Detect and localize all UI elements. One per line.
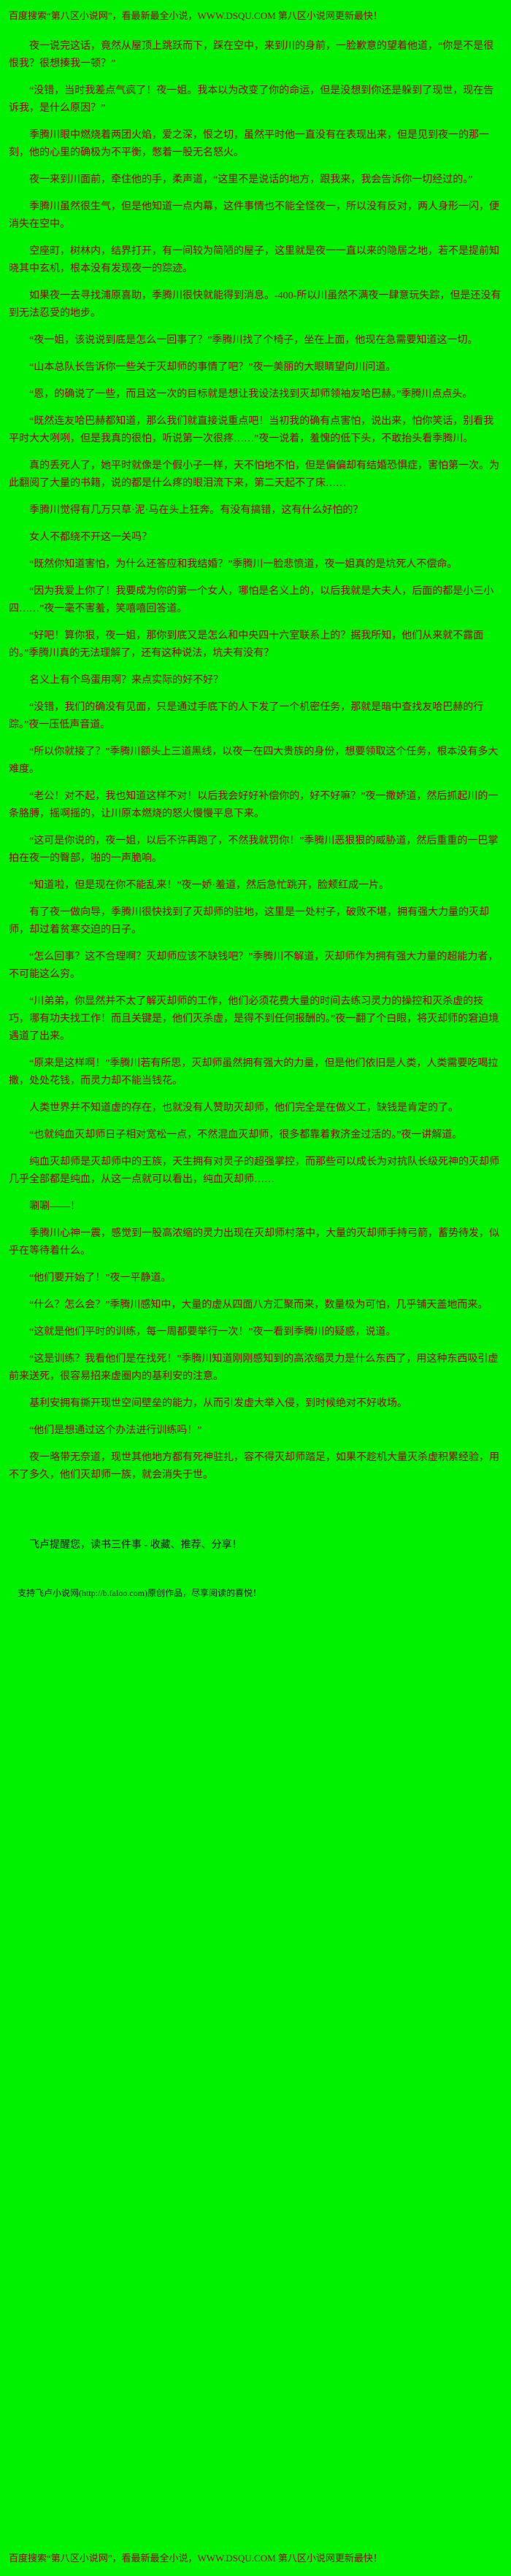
novel-paragraph: “什么？怎么会？”季腾川感知中，大量的虚从四面八方汇聚而来，数量极为可怕，几乎铺… xyxy=(29,1300,488,1311)
novel-paragraph: “所以你就接了？”季腾川额头上三道黑线，以夜一在四大贵族的身份，想要领取这个任务… xyxy=(9,747,499,775)
novel-paragraph: “没错，我们的确没有见面，只是通过手底下的人下发了一个机密任务，那就是暗中查找友… xyxy=(9,702,484,730)
novel-paragraph: 夜一略带无奈道，现世其他地方都有死神驻扎，容不得灭却师踏足，如果不趁机大量灭杀虚… xyxy=(9,1452,499,1481)
novel-paragraph: 季腾川虽然很生气，但是他知道一点内幕，这件事情也不能全怪夜一，所以没有反对，两人… xyxy=(9,201,499,230)
novel-paragraph: 基利安拥有撕开现世空间壁垒的能力，从而引发虚大举入侵，到时候绝对不好收场。 xyxy=(29,1398,407,1409)
novel-paragraph: 季腾川觉得有几万只草·泥·马在头上狂奔。有没有搞错，这有什么好怕的？ xyxy=(29,505,364,516)
novel-paragraph: “这是训练？我看他们是在找死！”季腾川知道刚刚感知到的高浓缩灵力是什么东西了，用… xyxy=(9,1354,499,1382)
novel-paragraph: “原来是这样啊！”季腾川若有所思，灭却师虽然拥有强大的力量，但是他们依旧是人类，… xyxy=(9,1058,499,1087)
faloo-support-line: 支持飞卢小说网(http://b.faloo.com)原创作品，尽享阅读的喜悦！ xyxy=(18,1588,261,1598)
novel-paragraph: 女人不都绕不开这一关吗？ xyxy=(29,532,152,543)
novel-paragraph: “川弟弟，你显然并不太了解灭却师的工作，他们必须花费大量的时间去练习灵力的操控和… xyxy=(9,996,499,1042)
novel-paragraph: “知道啦，但是现在你不能乱来！”夜一娇·羞道，然后急忙跳开，脸颊红成一片。 xyxy=(29,880,390,891)
novel-paragraph: “他们是想通过这个办法进行训练吗！” xyxy=(29,1425,202,1436)
novel-paragraph: “没错，当时我差点气疯了！夜一姐。我本以为改变了你的命运，但是没想到你还是躲到了… xyxy=(9,85,494,114)
novel-paragraph: “这可是你说的，夜一姐，以后不许再跑了，不然我就罚你！”季腾川恶狠狠的威胁道，然… xyxy=(9,836,499,864)
novel-paragraph: 真的丢死人了，她平时就像是个假小子一样，天不怕地不怕，但是偏偏却有结婚恐惧症，害… xyxy=(9,460,499,489)
novel-paragraph: 夜一说完这话，竟然从屋顶上跳跃而下，踩在空中，来到川的身前，一脸歉意的望着他道，… xyxy=(9,41,494,69)
novel-paragraph: 夜一来到川面前，牵住他的手，柔声道，“这里不是说话的地方，跟我来，我会告诉你一切… xyxy=(29,174,473,185)
novel-paragraph: “这就是他们平时的训练，每一周都要举行一次！”夜一看到季腾川的疑惑，说道。 xyxy=(29,1327,396,1338)
novel-paragraph: “怎么回事？这不合理啊？灭却师应该不缺钱吧？”季腾川不解道，灭却师作为拥有强大力… xyxy=(9,952,499,980)
faloo-reminder-line: 飞卢提醒您，读书三件事 - 收藏、推荐、分享！ xyxy=(29,1540,242,1551)
novel-paragraph: 唰唰——！ xyxy=(29,1201,80,1212)
novel-paragraph: 如果夜一去寻找浦原喜助，季腾川很快就能得到消息。-400-所以川虽然不满夜一肆意… xyxy=(9,290,502,319)
novel-paragraph: 人类世界并不知道虚的存在，也就没有人赞助灭却师，他们完全是在做义工，缺钱是肯定的… xyxy=(29,1103,458,1114)
novel-paragraph: “夜一姐，该说说到底是怎么一回事了？”季腾川找了个椅子，坐在上面，他现在急需要知… xyxy=(29,335,478,346)
novel-paragraph: “也就纯血灭却师日子相对宽松一点，不然混血灭却师，很多都靠着救济金过活的。”夜一… xyxy=(29,1130,463,1141)
bottom-site-banner: 百度搜索“第八区小说网”，看最新最全小说，WWW.DSQU.COM 第八区小说网… xyxy=(9,2553,383,2564)
novel-paragraph: “既然你知道害怕，为什么还答应和我结婚？”季腾川一脸悲愤道，夜一姐真的是坑死人不… xyxy=(29,559,458,570)
novel-paragraph: 名义上有个鸟蛋用啊？来点实际的好不好？ xyxy=(29,675,223,686)
novel-paragraph: 空座町，树林内，结界打开，有一间较为简陋的屋子，这里就是夜一一直以来的隐居之地，… xyxy=(9,246,499,274)
novel-paragraph: “他们要开始了！”夜一平静道。 xyxy=(29,1273,172,1284)
novel-paragraph: 季腾川心神一震，感觉到一股高浓缩的灵力出现在灭却师村落中，大量的灭却师手持弓箭，… xyxy=(9,1228,499,1257)
novel-paragraph: 有了夜一做向导，季腾川很快找到了灭却师的驻地，这里是一处村子，破败不堪，拥有强大… xyxy=(9,907,489,936)
novel-paragraph: “既然连友哈巴赫都知道，那么我们就直接说重点吧！当初我的确有点害怕，说出来，怕你… xyxy=(9,416,494,444)
novel-paragraph: 季腾川眼中燃烧着两团火焰，爱之深，恨之切，虽然平时他一直没有在表现出来，但是见到… xyxy=(9,130,489,158)
chapter-body: 夜一说完这话，竟然从屋顶上跳跃而下，踩在空中，来到川的身前，一脸歉意的望着他道，… xyxy=(9,38,502,1494)
top-site-banner: 百度搜索“第八区小说网”，看最新最全小说，WWW.DSQU.COM 第八区小说网… xyxy=(9,10,383,21)
novel-paragraph: “老公！对不起，我也知道这样不对！以后我会好好补偿你的，好不好嘛？”夜一撒娇道，… xyxy=(9,791,499,820)
novel-paragraph: 纯血灭却师是灭却师中的王族，天生拥有对灵子的超强掌控，而那些可以成长为对抗队长级… xyxy=(9,1157,499,1185)
novel-paragraph: “好吧！算你狠，夜一姐，那你到底又是怎么和中央四十六室联系上的？据我所知，他们从… xyxy=(9,630,484,659)
novel-paragraph: “山本总队长告诉你一些关于灭却师的事情了吧？”夜一美丽的大眼睛望向川问道。 xyxy=(29,362,396,373)
novel-paragraph: “因为我爱上你了！我要成为你的第一个女人，哪怕是名义上的，以后我就是大夫人，后面… xyxy=(9,586,494,614)
novel-paragraph: “恩，的确说了一些，而且这一次的目标就是想让我设法找到灭却师领袖友哈巴赫。”季腾… xyxy=(29,389,473,400)
